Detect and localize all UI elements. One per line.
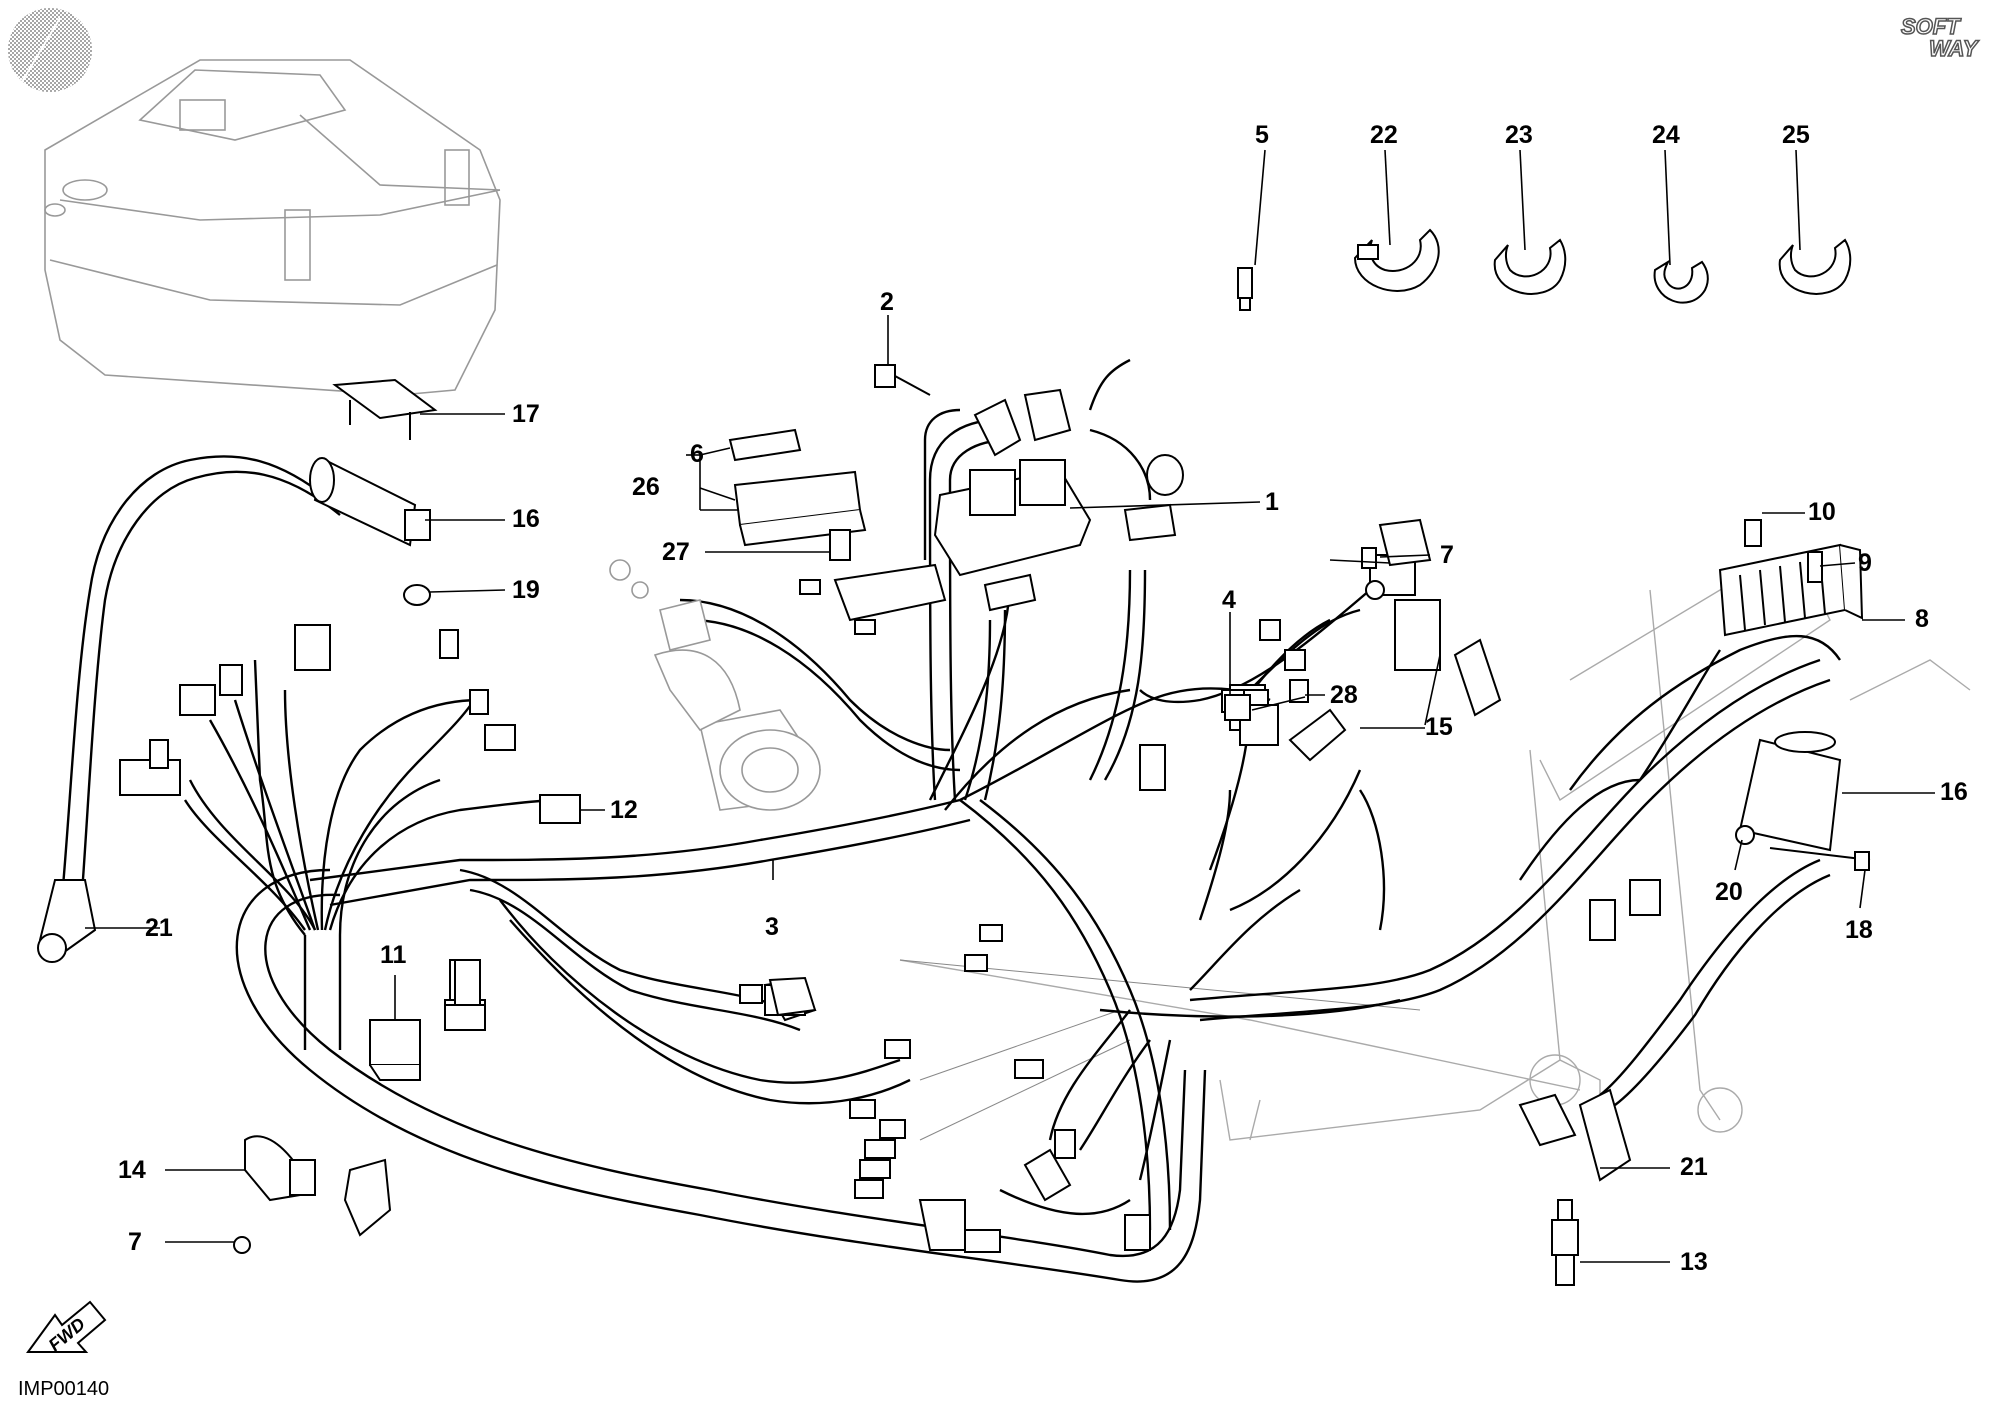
main-harness bbox=[58, 358, 1841, 1283]
callout-3: 3 bbox=[765, 913, 779, 941]
corner-badge-icon bbox=[8, 8, 92, 92]
bracket-17-shape bbox=[332, 378, 438, 420]
callout-25: 25 bbox=[1782, 121, 1810, 149]
screw-10 bbox=[1744, 519, 1762, 547]
callout-23: 23 bbox=[1505, 121, 1533, 149]
clamp-24 bbox=[1653, 259, 1709, 304]
callout-14: 14 bbox=[118, 1156, 146, 1184]
callout-12: 12 bbox=[610, 796, 638, 824]
horn-outline bbox=[609, 559, 821, 811]
spark-plug-13 bbox=[1551, 1199, 1579, 1286]
connector-lower-a bbox=[918, 1199, 966, 1251]
softway-logo: SOFT WAY bbox=[1895, 13, 1990, 62]
fuse-cover-6 bbox=[728, 428, 802, 462]
battery-terminal-neg bbox=[983, 573, 1037, 612]
fuse-27 bbox=[829, 529, 851, 561]
callout-8: 8 bbox=[1915, 605, 1929, 633]
callout-2: 2 bbox=[880, 288, 894, 316]
clamp-22 bbox=[1353, 228, 1440, 292]
spark-cap-right bbox=[1578, 1088, 1632, 1182]
callout-27: 27 bbox=[662, 538, 690, 566]
relay-11 bbox=[369, 1019, 421, 1081]
callout-5: 5 bbox=[1255, 121, 1269, 149]
callout-15: 15 bbox=[1425, 713, 1453, 741]
callout-21-left: 21 bbox=[145, 914, 173, 942]
spark-cap-left bbox=[37, 879, 97, 963]
fuse-box-1 bbox=[933, 388, 1184, 577]
fuse-15 bbox=[1394, 599, 1441, 671]
drawing-code: IMP00140 bbox=[18, 1378, 110, 1400]
callout-26: 26 bbox=[632, 473, 660, 501]
grommet-19 bbox=[403, 584, 431, 606]
callout-9: 9 bbox=[1858, 549, 1872, 577]
switch-14 bbox=[244, 1135, 316, 1202]
callout-19: 19 bbox=[512, 576, 540, 604]
callout-7-lower: 7 bbox=[128, 1228, 142, 1256]
callout-10: 10 bbox=[1808, 498, 1836, 526]
fwd-arrow-icon: FWD bbox=[26, 1300, 107, 1355]
screw-2 bbox=[874, 364, 931, 396]
callout-22: 22 bbox=[1370, 121, 1398, 149]
ignition-coil-left bbox=[309, 457, 431, 547]
battery-terminal-pos bbox=[1123, 503, 1177, 542]
callout-20: 20 bbox=[1715, 878, 1743, 906]
callout-16-right: 16 bbox=[1940, 778, 1968, 806]
relay-4 bbox=[1224, 694, 1251, 721]
screw-7-lower bbox=[233, 1236, 251, 1254]
callout-18: 18 bbox=[1845, 916, 1873, 944]
logo-line1: SOFT bbox=[1900, 13, 1960, 40]
fuel-tank-outline bbox=[44, 59, 501, 396]
callout-13: 13 bbox=[1680, 1248, 1708, 1276]
callout-28: 28 bbox=[1330, 681, 1358, 709]
callout-21-right: 21 bbox=[1680, 1153, 1708, 1181]
sidestand-connector bbox=[343, 1158, 392, 1237]
callout-24: 24 bbox=[1652, 121, 1680, 149]
connector-right-plug bbox=[1453, 638, 1502, 717]
leader-lines bbox=[85, 149, 1935, 1263]
connector-block bbox=[833, 563, 947, 622]
regulator-8 bbox=[1718, 543, 1864, 637]
logo-line2: WAY bbox=[1928, 35, 1978, 62]
ignition-coil-right bbox=[1738, 731, 1842, 852]
clamp-25 bbox=[1778, 238, 1852, 295]
callout-17: 17 bbox=[512, 400, 540, 428]
clamp-23 bbox=[1493, 238, 1567, 295]
callout-6: 6 bbox=[690, 440, 704, 468]
callout-11: 11 bbox=[380, 941, 407, 969]
frame-outline bbox=[899, 559, 1971, 1141]
callout-1: 1 bbox=[1265, 488, 1279, 516]
terminal-5 bbox=[1237, 267, 1253, 311]
connector-12 bbox=[539, 794, 581, 824]
connector-6pin bbox=[294, 624, 331, 671]
screw-9 bbox=[1807, 551, 1823, 583]
callout-7-upper: 7 bbox=[1440, 541, 1454, 569]
connector-multi bbox=[119, 759, 181, 796]
callout-16-left: 16 bbox=[512, 505, 540, 533]
fuse-box-26 bbox=[733, 470, 867, 547]
callout-4: 4 bbox=[1222, 586, 1236, 614]
fuse-holder-top bbox=[1378, 518, 1432, 567]
